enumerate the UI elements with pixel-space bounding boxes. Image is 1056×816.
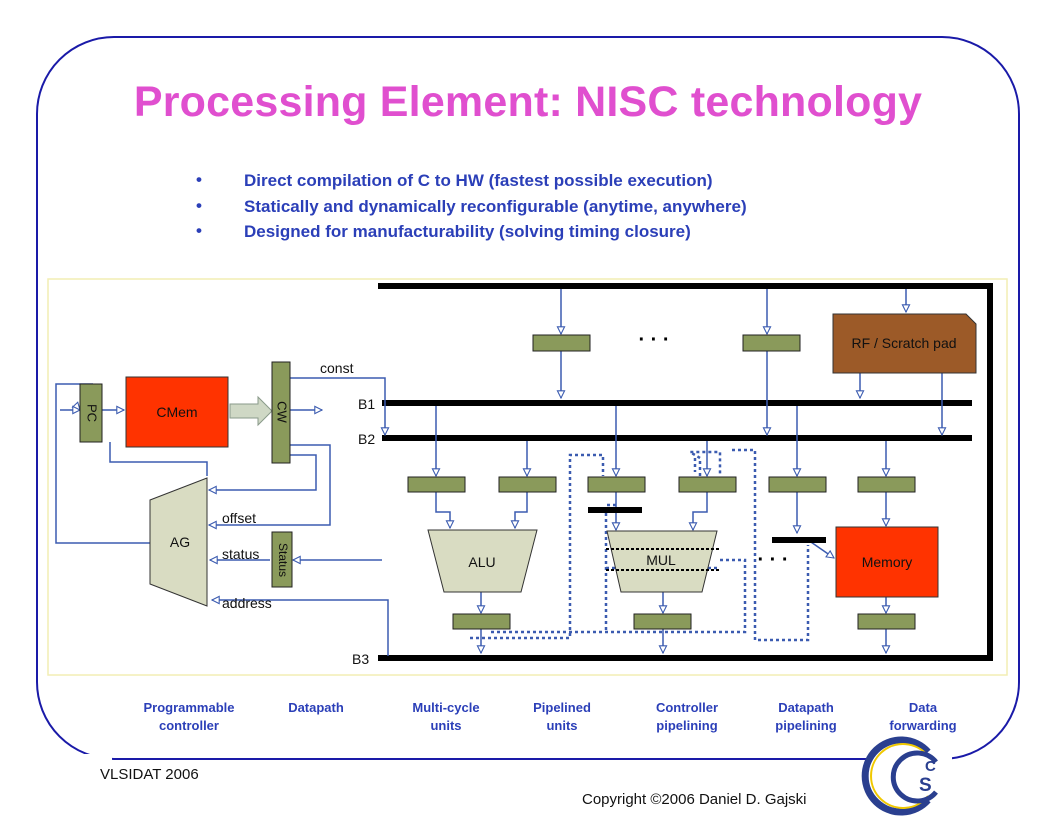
caption-data-forwarding: Data forwarding <box>889 700 957 733</box>
alu-output-register <box>452 613 511 630</box>
top-register-2 <box>742 334 801 352</box>
pc-label: PC <box>85 404 100 422</box>
slide-frame <box>36 36 1020 760</box>
caption-pipelined-units: Pipelined units <box>533 700 591 733</box>
unit-ellipsis: · · · <box>757 549 788 571</box>
mul-input-register-b <box>678 476 737 493</box>
ag-label: AG <box>170 534 190 550</box>
cmem-label: CMem <box>156 404 197 420</box>
slide-title: Processing Element: NISC technology <box>133 78 923 126</box>
status-register-label: Status <box>276 543 290 577</box>
mul-input-register-a <box>587 476 646 493</box>
memory-block <box>835 526 939 598</box>
b2-label: B2 <box>358 431 375 447</box>
mem-input-register-a <box>768 476 827 493</box>
caption-datapath: Datapath <box>288 700 344 715</box>
bullet-text: Direct compilation of C to HW (fastest p… <box>244 171 713 190</box>
cmem-to-cw-arrow <box>229 395 273 427</box>
mul-output-register <box>633 613 692 630</box>
cecs-logo: S C <box>861 736 938 816</box>
logo-letter: C <box>925 758 936 775</box>
bullet-marker: • <box>196 196 202 215</box>
frame-gap-right <box>870 754 952 764</box>
mem-input-register-b <box>857 476 916 493</box>
ag-unit <box>149 477 208 607</box>
caption-programmable-controller: Programmable controller <box>143 700 235 733</box>
memory-label: Memory <box>862 554 913 570</box>
address-label: address <box>222 595 272 611</box>
b1-label: B1 <box>358 396 375 412</box>
caption-multi-cycle-units: Multi-cycle units <box>412 700 480 733</box>
top-register-1 <box>532 334 591 352</box>
alu-input-register-b <box>498 476 557 493</box>
frame-gap-left <box>66 754 112 764</box>
top-ellipsis: · · · <box>638 329 669 351</box>
cw-label: CW <box>275 401 290 423</box>
caption-datapath-pipelining: Datapath pipelining <box>775 700 837 733</box>
footer-copyright: Copyright ©2006 Daniel D. Gajski <box>582 791 807 808</box>
alu-label: ALU <box>468 554 495 570</box>
buses <box>378 283 993 661</box>
bullet-text: Designed for manufacturability (solving … <box>244 222 691 241</box>
cmem-block <box>125 376 229 448</box>
bullet-marker: • <box>196 170 202 189</box>
cw-register <box>271 361 291 464</box>
mul-label: MUL <box>646 552 676 568</box>
alu-unit <box>427 529 538 593</box>
wires <box>55 289 942 656</box>
logo-letter: S <box>919 775 932 796</box>
status-label: status <box>222 546 259 562</box>
rf-scratchpad <box>832 313 977 374</box>
pc-register <box>79 383 103 443</box>
footer-conference: VLSIDAT 2006 <box>100 766 199 783</box>
b3-label: B3 <box>352 651 369 667</box>
caption-controller-pipelining: Controller pipelining <box>655 700 719 733</box>
alu-input-register-a <box>407 476 466 493</box>
const-label: const <box>320 360 354 376</box>
mul-unit <box>606 530 718 593</box>
mem-output-register <box>857 613 916 630</box>
bullet-text: Statically and dynamically reconfigurabl… <box>244 197 747 216</box>
offset-label: offset <box>222 510 256 526</box>
status-register <box>271 531 293 588</box>
bullet-marker: • <box>196 221 202 240</box>
rf-label: RF / Scratch pad <box>851 335 956 351</box>
